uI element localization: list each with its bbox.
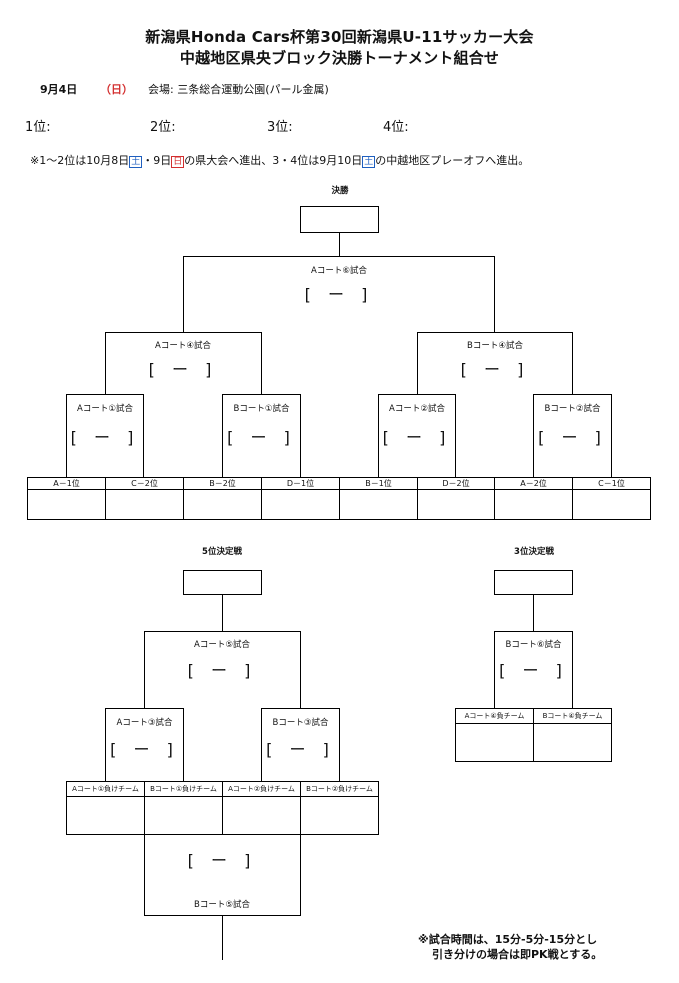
fifth-top-bracket — [144, 631, 301, 708]
third-header-divider — [455, 723, 612, 724]
fifth-bottom-score: [ ー ] — [187, 851, 257, 870]
note-prefix: ※1～2位は10月8日 — [30, 154, 130, 167]
quarter-1-bracket — [66, 394, 144, 477]
footnote-line1: ※試合時間は、15分-5分-15分とし — [418, 933, 598, 946]
semi-right-label: Bコート④試合 — [467, 341, 523, 351]
third-match-label: Bコート⑥試合 — [505, 640, 562, 650]
seed-label: B－1位 — [365, 479, 392, 488]
quarter-3-label: Aコート②試合 — [389, 404, 445, 414]
advancement-note: ※1～2位は10月8日土・9日日の県大会へ進出、3・4位は9月10日土の中越地区… — [30, 152, 529, 168]
third-seed-cell — [533, 708, 612, 762]
fifth-bottom-bracket — [144, 835, 301, 916]
semi-right-score: [ ー ] — [460, 360, 530, 379]
seed-cell — [572, 477, 651, 520]
final-match-label: Aコート⑥試合 — [311, 266, 367, 276]
seed-label: D－2位 — [442, 479, 470, 488]
seed-label: C－1位 — [598, 479, 625, 488]
fifth-winner-box — [183, 570, 262, 595]
fifth-seed-cell — [66, 781, 145, 835]
fifth-heading: 5位決定戦 — [202, 547, 242, 557]
semi-left-bracket — [105, 332, 262, 394]
fifth-semi-left-label: Aコート③試合 — [116, 718, 173, 728]
semi-left-score: [ ー ] — [148, 360, 218, 379]
final-score: [ ー ] — [304, 285, 374, 304]
semi-left-label: Aコート④試合 — [155, 341, 211, 351]
seed-header-divider — [27, 489, 651, 490]
third-connector — [533, 595, 534, 631]
quarter-1-score: [ ー ] — [70, 428, 140, 447]
fifth-top-score: [ ー ] — [187, 661, 257, 680]
third-heading: 3位決定戦 — [514, 547, 554, 557]
quarter-1-label: Aコート①試合 — [77, 404, 133, 414]
footnote-line2: 引き分けの場合は即PK戦とする。 — [432, 948, 603, 961]
fifth-connector — [222, 595, 223, 631]
quarter-3-bracket — [378, 394, 456, 477]
seed-cell — [183, 477, 262, 520]
fifth-seed-cell — [300, 781, 379, 835]
fifth-semi-right-score: [ ー ] — [266, 740, 335, 759]
fifth-seed-cell — [222, 781, 301, 835]
quarter-2-score: [ ー ] — [227, 428, 296, 447]
third-match-bracket — [494, 631, 573, 708]
final-connector — [339, 233, 340, 256]
champion-box — [300, 206, 379, 233]
seed-label: A－1位 — [53, 479, 80, 488]
third-winner-box — [494, 570, 573, 595]
place-3: 3位: — [267, 120, 293, 135]
fifth-seed-label: Bコート②負けチーム — [306, 785, 373, 793]
seed-cell — [27, 477, 106, 520]
fifth-top-label: Aコート⑤試合 — [194, 640, 250, 650]
quarter-4-score: [ ー ] — [538, 428, 607, 447]
third-seed-cell — [455, 708, 534, 762]
seed-label: D－1位 — [286, 479, 315, 488]
place-4: 4位: — [383, 120, 409, 135]
quarter-2-bracket — [222, 394, 301, 477]
fifth-header-divider — [66, 796, 379, 797]
place-2: 2位: — [150, 120, 176, 135]
quarter-4-bracket — [533, 394, 612, 477]
quarter-3-score: [ ー ] — [382, 428, 452, 447]
final-match-bracket — [183, 256, 495, 332]
seed-label: B－2位 — [209, 479, 236, 488]
semi-right-bracket — [417, 332, 573, 394]
fifth-bottom-label: Bコート⑤試合 — [194, 900, 250, 910]
seed-label: C－2位 — [131, 479, 158, 488]
fifth-semi-left-score: [ ー ] — [110, 740, 179, 759]
seed-label: A－2位 — [520, 479, 547, 488]
third-seed-label: Aコート④負チーム — [464, 712, 525, 720]
fifth-semi-right-label: Bコート③試合 — [272, 718, 329, 728]
note-day-sat-2: 土 — [362, 156, 376, 168]
fifth-semi-left-bracket — [105, 708, 184, 781]
note-day-sat: 土 — [129, 156, 143, 168]
fifth-semi-right-bracket — [261, 708, 340, 781]
fifth-seed-label: Aコート②負けチーム — [228, 785, 295, 793]
seed-cell — [261, 477, 340, 520]
event-date: 9月4日 — [40, 83, 78, 96]
third-seed-label: Bコート④負チーム — [542, 712, 603, 720]
note-mid2: の県大会へ進出、3・4位は9月10日 — [184, 154, 363, 167]
page-subtitle: 中越地区県央ブロック決勝トーナメント組合せ — [179, 49, 500, 67]
fifth-seed-label: Aコート①負けチーム — [72, 785, 139, 793]
note-day-sun: 日 — [171, 156, 185, 168]
seed-cell — [339, 477, 418, 520]
seed-cell — [417, 477, 495, 520]
final-heading: 決勝 — [331, 186, 349, 196]
note-suffix: の中越地区プレーオフへ進出。 — [375, 154, 530, 167]
quarter-2-label: Bコート①試合 — [233, 404, 290, 414]
fifth-bottom-connector — [222, 916, 223, 960]
event-weekday: （日） — [100, 83, 133, 96]
seed-cell — [105, 477, 184, 520]
third-match-score: [ ー ] — [499, 661, 568, 680]
place-1: 1位: — [25, 120, 51, 135]
venue: 会場: 三条総合運動公園(パール金属) — [148, 83, 329, 96]
page-title: 新潟県Honda Cars杯第30回新潟県U-11サッカー大会 — [145, 28, 534, 46]
note-mid1: ・9日 — [142, 154, 172, 167]
quarter-4-label: Bコート②試合 — [544, 404, 601, 414]
fifth-seed-cell — [144, 781, 223, 835]
fifth-seed-label: Bコート①負けチーム — [150, 785, 217, 793]
